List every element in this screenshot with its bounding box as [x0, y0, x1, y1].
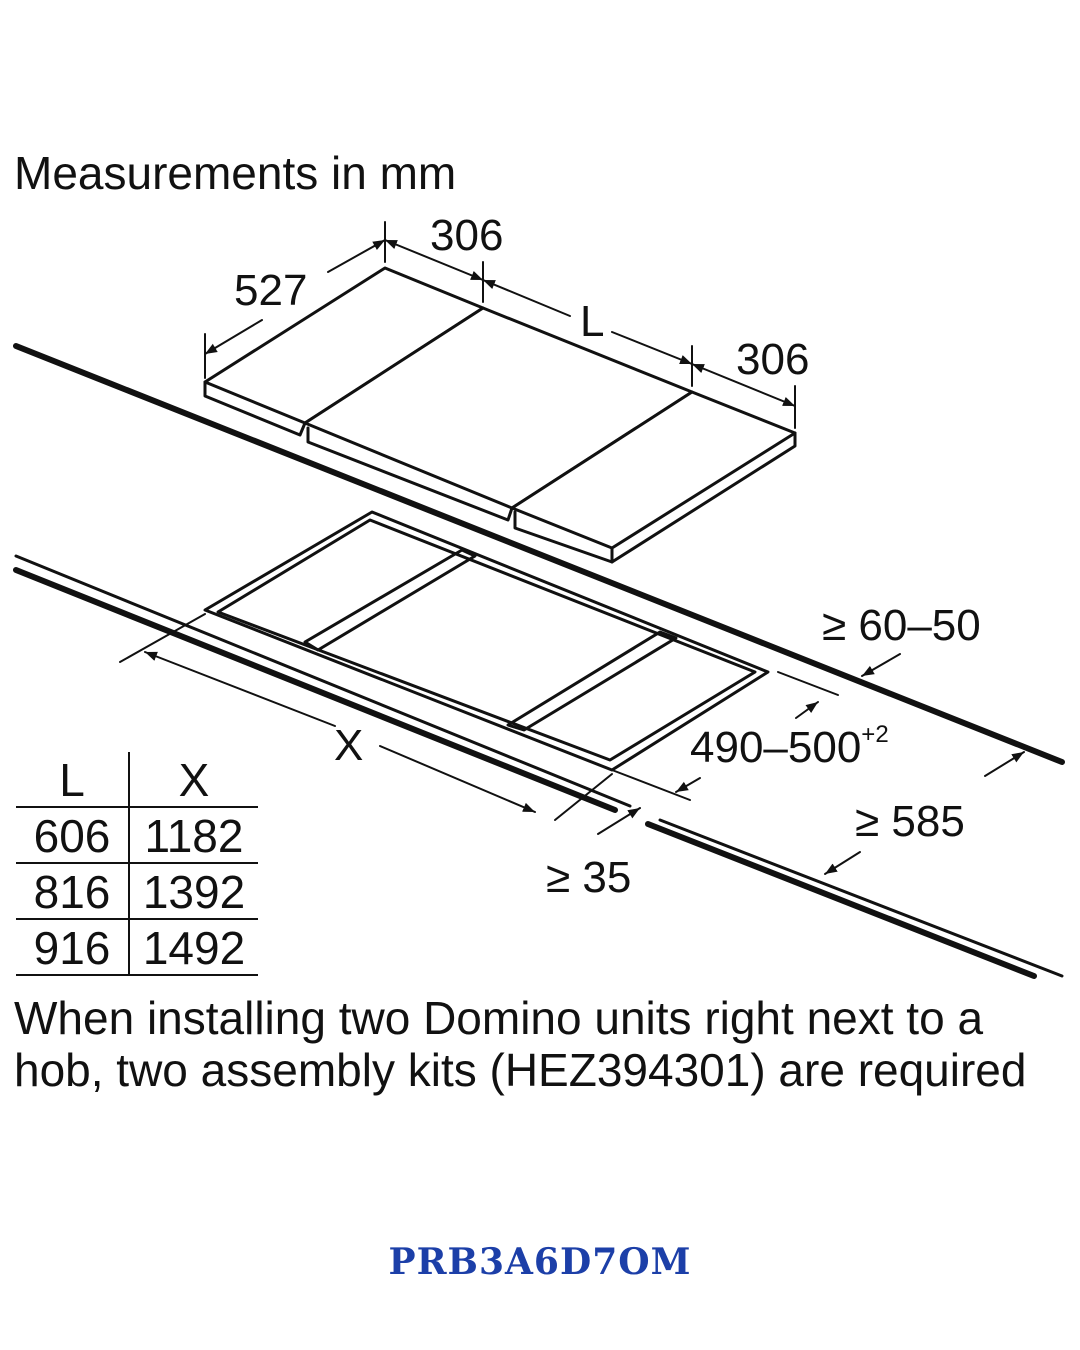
worktop-back-edge: [13, 343, 1065, 765]
table-cell-l: 816: [16, 862, 129, 919]
worktop-cutout: [203, 510, 770, 772]
dimension-585: [824, 751, 1025, 875]
label-35: ≥ 35: [546, 853, 631, 902]
dimension-x: [119, 613, 613, 821]
table-cell-x: 1492: [128, 918, 258, 976]
table-cell-x: 1182: [128, 806, 258, 863]
dimension-60-50: [861, 653, 901, 677]
table-cell-x: 1392: [128, 862, 258, 919]
label-490-500: 490–500+2: [690, 721, 889, 772]
label-490-500-tolerance: +2: [861, 721, 888, 748]
worktop-front-edge: [13, 554, 1064, 979]
size-table-header-x: X: [128, 752, 258, 807]
label-x: X: [334, 721, 363, 770]
label-585: ≥ 585: [855, 797, 965, 846]
dimension-35: [597, 807, 641, 835]
table-cell-l: 606: [16, 806, 129, 863]
dimension-306-right: [691, 363, 796, 429]
model-number: PRB3A6D7OM: [388, 1241, 692, 1283]
label-490-500-value: 490–500: [690, 723, 861, 772]
table-row: 916 1492: [16, 918, 258, 976]
page-title: Measurements in mm: [14, 147, 457, 199]
label-306-left: 306: [430, 211, 503, 260]
table-row: 816 1392: [16, 862, 258, 919]
label-306-right: 306: [736, 335, 809, 384]
size-table: L X 606 1182 816 1392 916 1492: [16, 752, 258, 976]
hob-unit-right: [510, 390, 797, 564]
label-l: L: [580, 297, 604, 346]
installation-note: When installing two Domino units right n…: [14, 992, 1027, 1096]
label-60-50: ≥ 60–50: [822, 601, 981, 650]
label-527: 527: [234, 266, 307, 315]
table-row: 606 1182: [16, 806, 258, 863]
dimension-490-500: [611, 671, 839, 801]
table-cell-l: 916: [16, 918, 129, 976]
size-table-header-l: L: [59, 754, 85, 806]
